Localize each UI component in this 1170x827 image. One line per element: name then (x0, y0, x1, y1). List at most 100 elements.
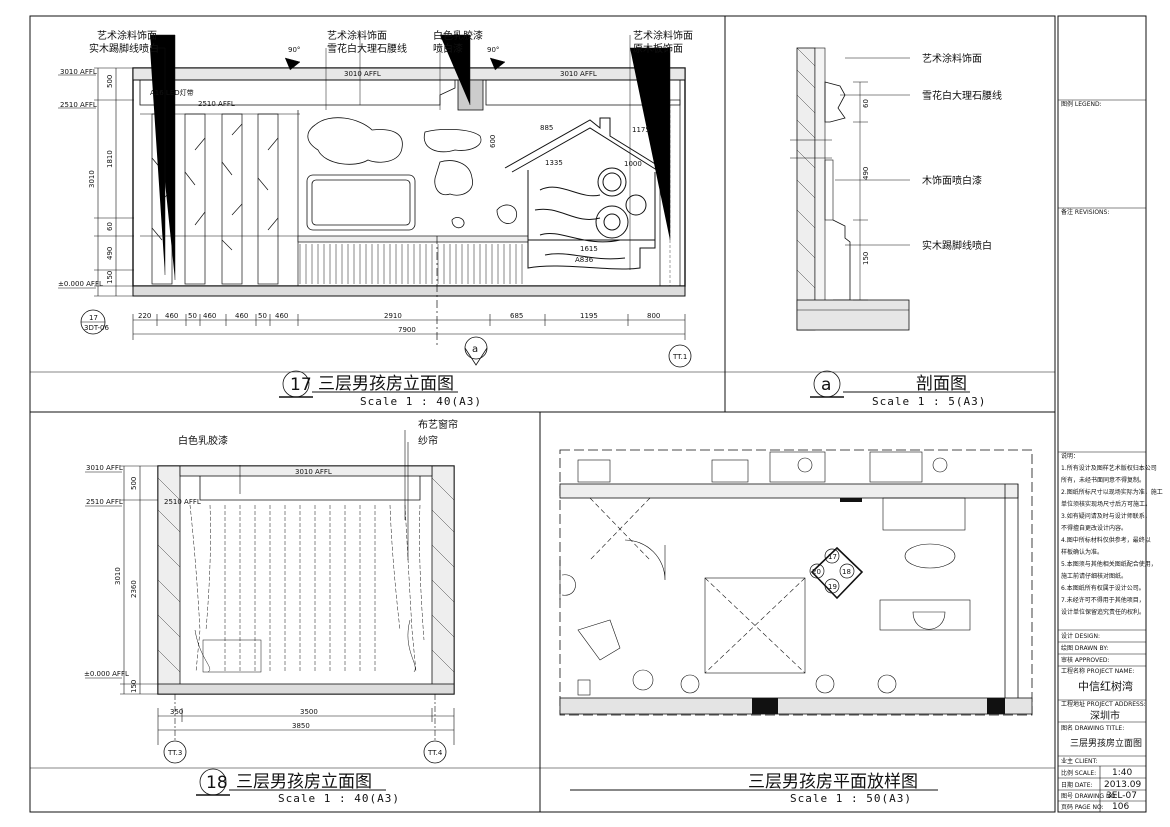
tb-design: 设计 DESIGN: (1061, 632, 1100, 640)
tb-client-label: 业主 CLIENT: (1061, 757, 1098, 765)
hdim-total: 7900 (398, 326, 416, 334)
plan-view (559, 449, 1033, 791)
compass-19: 19 (828, 583, 837, 591)
tb-date-label: 日期 DATE: (1061, 781, 1093, 789)
tb-date: 2013.09 (1104, 780, 1141, 790)
tb-note-7: 4.图中所标材料仅供参考，最终以 (1061, 536, 1151, 544)
v18-hdim-3850: 3850 (292, 722, 310, 730)
sdim-1000: 1000 (624, 160, 642, 168)
vdim-500: 500 (106, 75, 114, 88)
tb-scale-label: 比例 SCALE: (1061, 769, 1096, 777)
v18-ref-tt4: TT.4 (427, 749, 443, 757)
tb-page-label: 页码 PAGE NO: (1061, 803, 1104, 811)
view18-number: 18 (206, 773, 228, 793)
tb-no-label: 图号 DRAWING NO: (1061, 793, 1117, 800)
ref-tt1: TT.1 (672, 353, 687, 361)
tb-note-11: 6.本图纸所有权属于设计公司。 (1061, 584, 1145, 592)
v18-vdim-500: 500 (130, 477, 138, 490)
sdim-1335: 1335 (545, 159, 563, 167)
hdim-460-a: 460 (165, 312, 178, 320)
tb-note-2: 所有，未经书面同意不得复制。 (1061, 476, 1145, 484)
hdim-460-d: 460 (275, 312, 288, 320)
sec-dim-60: 60 (862, 99, 870, 108)
tb-drawing: 三层男孩房立面图 (1070, 737, 1142, 749)
ceiling-mark-1: 3010 AFFL (344, 70, 381, 78)
tb-scale: 1:40 (1112, 768, 1132, 778)
compass-20: 20 (812, 568, 821, 576)
led-mark: A16 LED灯带 (150, 88, 194, 97)
plan-title: 三层男孩房平面放样图 (748, 772, 918, 792)
view18-scale: Scale 1 : 40(A3) (278, 792, 400, 805)
label-art-paint-2: 艺术涂料饰面 (327, 29, 387, 42)
ref-17: 17 (89, 314, 98, 322)
tb-note-5: 3.如有疑问请及时与设计师联系， (1061, 512, 1151, 520)
tb-approved: 审核 APPROVED: (1061, 656, 1110, 664)
v18-label-curtain: 布艺窗帘 (418, 418, 458, 431)
level-zero: ±0.000 AFFL (58, 280, 103, 288)
section-a (790, 47, 970, 398)
v18-label-latex: 白色乳胶漆 (178, 434, 228, 447)
compass-18: 18 (842, 568, 851, 576)
tb-drawing-label: 图名 DRAWING TITLE: (1061, 724, 1124, 732)
tb-revisions: 备注 REVISIONS: (1061, 208, 1109, 216)
tb-note-12: 7.未经许可不得用于其他项目， (1061, 596, 1145, 604)
title-block (1057, 15, 1147, 813)
v18-vdim-150: 150 (130, 680, 138, 693)
sheet-border (29, 15, 1056, 813)
view17-scale: Scale 1 : 40(A3) (360, 395, 482, 408)
view17-number: 17 (290, 375, 312, 395)
level-2510: 2510 AFFL (60, 101, 97, 109)
sec-label-marble: 雪花白大理石腰线 (922, 89, 1002, 102)
angle-mark-1: 90° (288, 46, 300, 54)
section-mark-a: a (472, 344, 478, 355)
hdim-800: 800 (647, 312, 660, 320)
tb-drawn: 绘图 DRAWN BY: (1061, 644, 1108, 652)
sdim-885: 885 (540, 124, 553, 132)
label-white-spray: 喷白漆 (433, 42, 463, 55)
v18-label-sheer: 纱帘 (418, 434, 438, 447)
label-skirting-1: 实木踢脚线喷白 (89, 42, 159, 55)
tb-note-4: 单位须核实现场尺寸后方可施工。 (1061, 500, 1151, 508)
tb-note-13: 设计单位保留追究责任的权利。 (1061, 608, 1145, 616)
v18-level-2510: 2510 AFFL (86, 498, 123, 506)
v18-level-zero: ±0.000 AFFL (84, 670, 129, 678)
v18-hdim-3500: 3500 (300, 708, 318, 716)
tb-project: 中信红树湾 (1078, 679, 1133, 693)
vdim-1810: 1810 (106, 150, 114, 168)
sec-label-art-paint: 艺术涂料饰面 (922, 52, 982, 65)
hdim-1195: 1195 (580, 312, 598, 320)
hdim-2910: 2910 (384, 312, 402, 320)
ceiling-mark-2: 2510 AFFL (198, 100, 235, 108)
v18-vdim-2360: 2360 (130, 580, 138, 598)
tb-note-3: 2.图纸所标尺寸以现场实际为准，施工 (1061, 488, 1163, 496)
hdim-460-b: 460 (203, 312, 216, 320)
elevation-18 (85, 430, 455, 796)
ceiling-mark-3: 3010 AFFL (560, 70, 597, 78)
tb-note-6: 不得擅自更改设计内容。 (1061, 524, 1127, 532)
hdim-460-c: 460 (235, 312, 248, 320)
elevation-17 (58, 34, 692, 398)
plan-scale: Scale 1 : 50(A3) (790, 792, 912, 805)
tb-note-9: 5.本图须与其他相关图纸配合使用， (1061, 560, 1157, 568)
view18-title: 三层男孩房立面图 (236, 772, 372, 792)
v18-ref-tt3: TT.3 (167, 749, 182, 757)
tb-note-1: 1.所有设计及图样艺术版权归本公司 (1061, 464, 1157, 472)
hdim-685: 685 (510, 312, 523, 320)
v18-vdim-3010: 3010 (114, 567, 122, 585)
v18-mark-2510: 2510 AFFL (164, 498, 201, 506)
v18-mark-3010: 3010 AFFL (295, 468, 332, 476)
vdim-490: 490 (106, 247, 114, 260)
tb-note-0: 说明： (1061, 452, 1079, 460)
sec-dim-490: 490 (862, 167, 870, 180)
hdim-50-b: 50 (258, 312, 267, 320)
tb-note-8: 样板确认为准。 (1061, 548, 1103, 556)
level-3010: 3010 AFFL (60, 68, 97, 76)
label-art-paint-3: 艺术涂料饰面 (633, 29, 693, 42)
view17-title: 三层男孩房立面图 (318, 374, 454, 394)
label-marble-band: 雪花白大理石腰线 (327, 42, 407, 55)
sdim-1175: 1175 (632, 126, 650, 134)
tb-note-10: 施工前请仔细核对图纸。 (1061, 572, 1127, 580)
vdim-60: 60 (106, 222, 114, 231)
